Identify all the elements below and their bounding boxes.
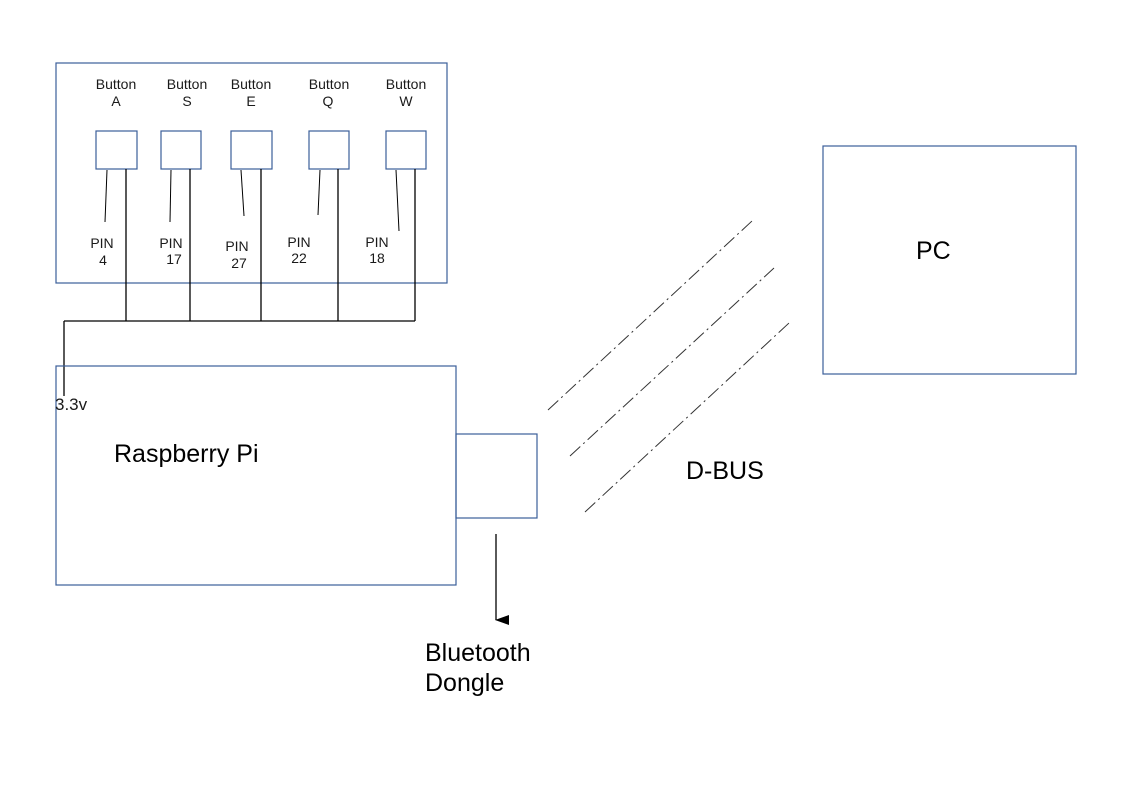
pc-box (822, 145, 1077, 375)
bluetooth-dongle-box (455, 433, 538, 519)
button-s-pin-label-line2: 17 (166, 251, 182, 267)
button-w-group: Button W PIN 18 (365, 76, 427, 266)
raspberry-pi-label: Raspberry Pi (114, 440, 259, 468)
pc-label: PC (916, 237, 951, 265)
button-e-pin-label-line1: PIN (225, 238, 248, 254)
button-q-label-line2: Q (323, 93, 334, 109)
button-w (385, 130, 427, 170)
voltage-label: 3.3v (55, 395, 88, 414)
raspberry-pi-box (55, 365, 457, 586)
button-s-label-line2: S (182, 93, 191, 109)
dongle-label-line1: Bluetooth (425, 639, 531, 667)
wireless-link-lines (547, 220, 790, 513)
button-e-pin-lead (240, 169, 245, 217)
button-s-pin-lead (169, 169, 172, 223)
button-a-group: Button A PIN 4 (90, 76, 138, 268)
dongle-label-line2: Dongle (425, 669, 504, 697)
dbus-label: D-BUS (686, 457, 764, 485)
button-w-label-line1: Button (386, 76, 426, 92)
power-bus-wiring (63, 169, 416, 396)
button-s-label-line1: Button (167, 76, 207, 92)
button-w-pin-label-line1: PIN (365, 234, 388, 250)
wireless-line-2 (569, 267, 775, 457)
button-a-pin-label-line2: 4 (99, 252, 107, 268)
button-q-group: Button Q PIN 22 (287, 76, 350, 266)
button-e-group: Button E PIN 27 (225, 76, 273, 271)
button-s-group: Button S PIN 17 (159, 76, 207, 267)
button-e (230, 130, 273, 170)
button-w-label-line2: W (399, 93, 413, 109)
button-q-pin-label-line1: PIN (287, 234, 310, 250)
button-a-pin-lead (104, 169, 108, 223)
button-w-pin-lead (395, 169, 400, 232)
button-e-pin-label-line2: 27 (231, 255, 247, 271)
button-a-pin-label-line1: PIN (90, 235, 113, 251)
button-e-label-line1: Button (231, 76, 271, 92)
button-w-pin-label-line2: 18 (369, 250, 385, 266)
button-a (95, 130, 138, 170)
wireless-line-3 (584, 322, 790, 513)
button-a-label-line2: A (111, 93, 121, 109)
button-q-label-line1: Button (309, 76, 349, 92)
button-s-pin-label-line1: PIN (159, 235, 182, 251)
wireless-line-1 (547, 220, 753, 411)
button-s (160, 130, 202, 170)
button-e-label-line2: E (246, 93, 255, 109)
button-q-pin-label-line2: 22 (291, 250, 307, 266)
button-q (308, 130, 350, 170)
button-a-label-line1: Button (96, 76, 136, 92)
button-q-pin-lead (317, 169, 321, 216)
buttons-panel (55, 62, 448, 284)
